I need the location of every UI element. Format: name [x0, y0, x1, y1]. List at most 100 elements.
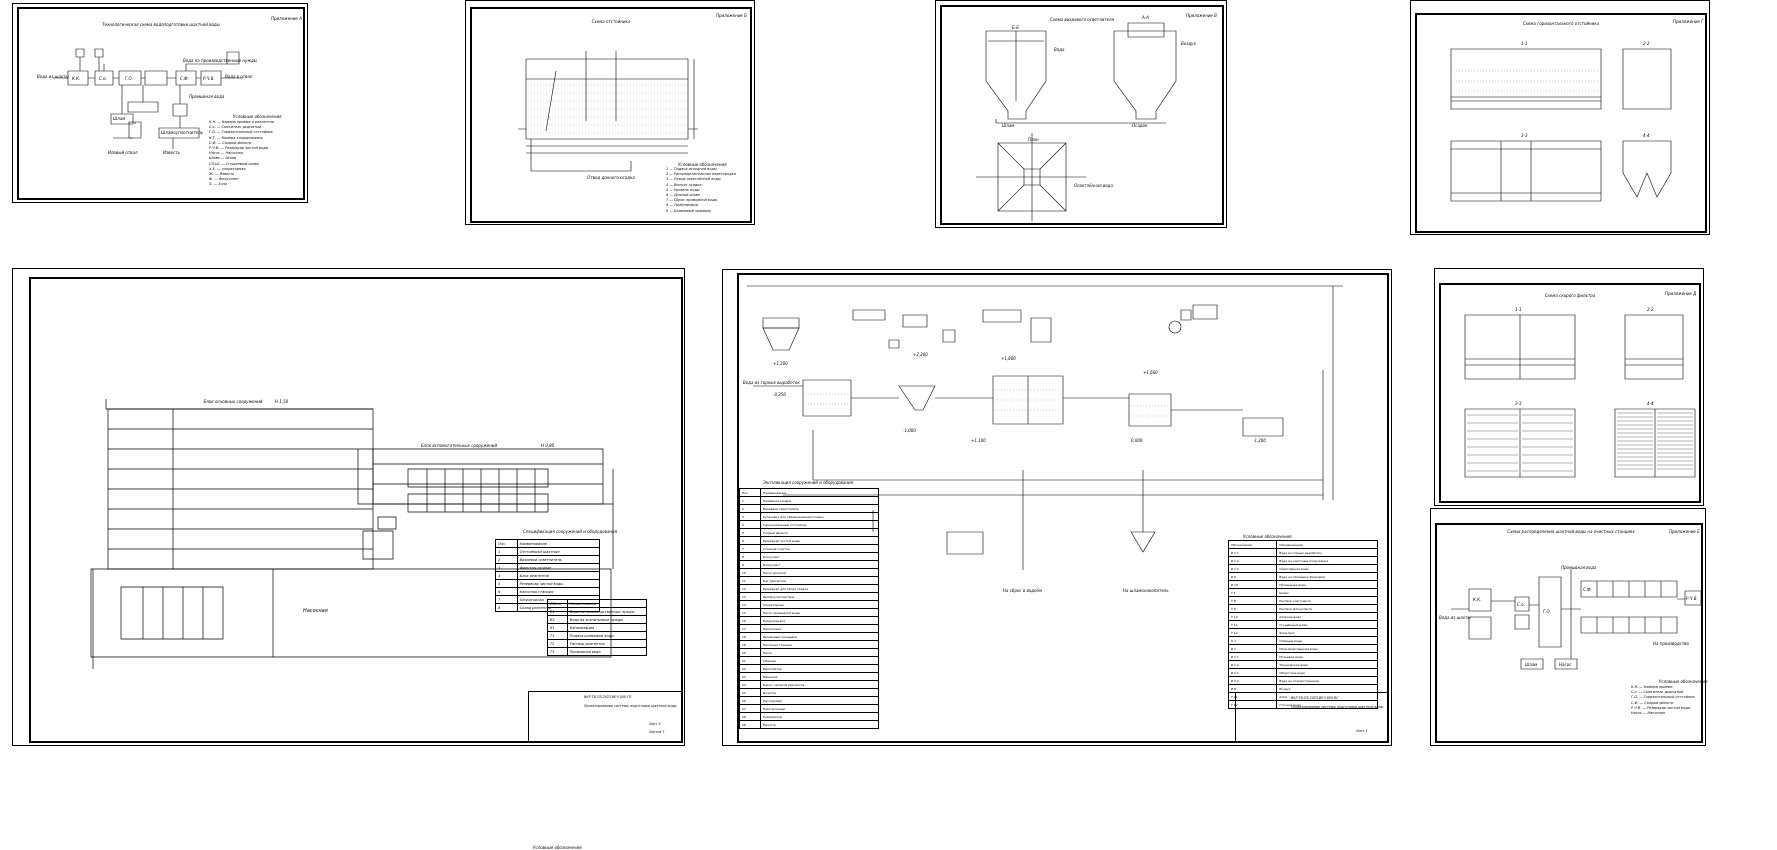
sheet-title: Схема горизонтального отстойника: [1522, 21, 1600, 26]
block-aux-mark: Н 0,80: [541, 443, 555, 448]
drawing-frame: [737, 273, 1389, 743]
spec-title: Экспликация сооружений и оборудования: [763, 480, 853, 485]
block-aux-title: Блок вспомогательных сооружений: [421, 443, 498, 448]
block-kk: К.К.: [1473, 597, 1482, 602]
drawing-frame: [1435, 523, 1703, 743]
appendix-label: Приложение Е: [1669, 529, 1700, 534]
label-section-4: 4-4: [1647, 401, 1654, 406]
drawing-frame: [1415, 13, 1707, 233]
drawing-frame: [29, 277, 683, 743]
legend-title: Условные обозначения: [533, 845, 582, 850]
block-rchv: Р.Ч.В.: [1686, 596, 1698, 601]
settler-drawing: [466, 1, 756, 226]
block-main-title: Блок основных сооружений: [203, 399, 263, 404]
label-section-4: 4-4: [1643, 133, 1650, 138]
appendix-label: Приложение Б: [716, 13, 747, 18]
spec-title: Спецификация сооружений и оборудования: [523, 529, 618, 534]
appendix-label: Приложение В: [1186, 13, 1217, 18]
label-section-1: 1-1: [1515, 307, 1522, 312]
horizontal-settler-drawing: [1411, 1, 1711, 236]
block-sf: С.Ф.: [1583, 587, 1592, 592]
label-sludge-dump: Иловый отвал: [108, 150, 138, 155]
label-plan: План: [1028, 137, 1039, 142]
label-clear-water: Осветлённая вода: [1074, 183, 1113, 188]
caption-discharge: На сброс в водоём: [1003, 588, 1042, 593]
appendix-label: Приложение А: [271, 16, 302, 21]
label-thickener: Шламоуплотнитель: [161, 130, 203, 135]
label-lime: Известь: [163, 150, 180, 155]
legend-title: Условные обозначения: [678, 162, 727, 167]
mark-6: -1,000: [903, 428, 916, 433]
label-water-in: Вода из шахты: [37, 74, 69, 79]
block-so: С.о.: [99, 76, 107, 81]
block-main-mark: Н 1,50: [275, 399, 289, 404]
label-air: Воздух: [1181, 41, 1196, 46]
mark-4: -0,250: [773, 392, 786, 397]
label-to-dump: Вода в отвал: [225, 74, 253, 79]
sheet-appendix-d-filter[interactable]: Схема скорого фильтра Приложение Д 1-1 2…: [1434, 268, 1704, 506]
block-slime: Шлам: [113, 116, 126, 121]
appendix-label: Приложение Д: [1665, 291, 1697, 296]
block-so: С.о.: [1517, 602, 1525, 607]
caption-sludge-storage: На шламонакопитель: [1123, 588, 1169, 593]
label-water: Вода: [1054, 47, 1065, 52]
label-section-1: 1-1: [1521, 41, 1528, 46]
plan-drawing: [13, 269, 686, 747]
label-to-production: Вода на производственные нужды: [183, 58, 257, 63]
label-bb: Б-Б: [1012, 25, 1019, 30]
block-go: Г.О.: [1543, 609, 1551, 614]
label-section-3: 3-3: [1515, 401, 1522, 406]
legend-title: Условные обозначения: [1243, 534, 1292, 539]
block-pump: Насос: [1559, 662, 1572, 667]
title-block: ВКР.ТВ.ПЗ.2023.ВЕЧ.000 ВС Проектирование…: [1235, 692, 1389, 743]
sheet-general-plan[interactable]: Блок основных сооружений Н 1,50 Блок всп…: [12, 268, 686, 850]
distribution-diagram: [1431, 509, 1707, 747]
sheet-appendix-d[interactable]: Схема горизонтального отстойника Приложе…: [1410, 0, 1710, 235]
appendix-label: Приложение Г: [1673, 19, 1704, 24]
label-aa: А-А: [1142, 15, 1149, 20]
sheet-height-scheme[interactable]: +1,200 +2,200 +1,800 -0,250 +1,600 -1,00…: [722, 269, 1392, 746]
mark-5: +1,600: [1143, 370, 1158, 375]
flow-diagram: [13, 4, 309, 204]
mark-9: -1,200: [1253, 438, 1266, 443]
filter-drawing: [1435, 269, 1705, 507]
label-sludge: Шлам: [1002, 123, 1015, 128]
mark-3: +1,800: [1001, 356, 1016, 361]
mark-8: 0,000: [1131, 438, 1143, 443]
mark-7: +1,100: [971, 438, 986, 443]
clarifier-drawing: [936, 1, 1228, 229]
label-section-2: 2-2: [1647, 307, 1654, 312]
sheet-title: Схема вихревого осветлителя: [1049, 17, 1115, 22]
drawing-frame: [17, 7, 305, 200]
sheet-title: Схема распределения шахтной воды на очис…: [1507, 529, 1635, 534]
mark-1: +1,200: [773, 361, 788, 366]
sheet-appendix-a[interactable]: Технологическая схема водоподготовки шах…: [12, 3, 308, 203]
sheet-appendix-c[interactable]: Схема вихревого осветлителя Приложение В…: [935, 0, 1227, 228]
mark-2: +2,200: [913, 352, 928, 357]
legend-title: Условные обозначения: [233, 114, 282, 119]
label-wash-water: Промывная вода: [1561, 565, 1597, 570]
legend-title: Условные обозначения: [1659, 679, 1708, 684]
title-block: ВКР.ТВ.ПЗ.2023.ВЕЧ.000 ГП Проектирование…: [528, 691, 683, 743]
block-sf: С.Ф.: [180, 76, 189, 81]
block-slime: Шлам: [1525, 662, 1538, 667]
sheet-title: Схема отстойника: [591, 19, 631, 24]
label-water-in: Вода из шахты: [1439, 615, 1471, 620]
drawing-frame: [1439, 283, 1701, 503]
label-to-production: На производство: [1653, 641, 1689, 646]
room-label: Насосная: [303, 608, 328, 614]
sheet-appendix-e[interactable]: Схема распределения шахтной воды на очис…: [1430, 508, 1708, 747]
caption-drain: Отвод донного осадка: [587, 175, 635, 180]
sheet-title: Технологическая схема водоподготовки шах…: [102, 22, 220, 27]
label-section-3: 3-3: [1521, 133, 1528, 138]
label-sediment: Осадок: [1132, 123, 1148, 128]
caption-mine-water: Вода из горных выработок: [743, 380, 800, 385]
sheet-appendix-b[interactable]: Схема отстойника Приложение Б Отвод донн…: [465, 0, 755, 225]
block-go: Г.О.: [125, 76, 133, 81]
